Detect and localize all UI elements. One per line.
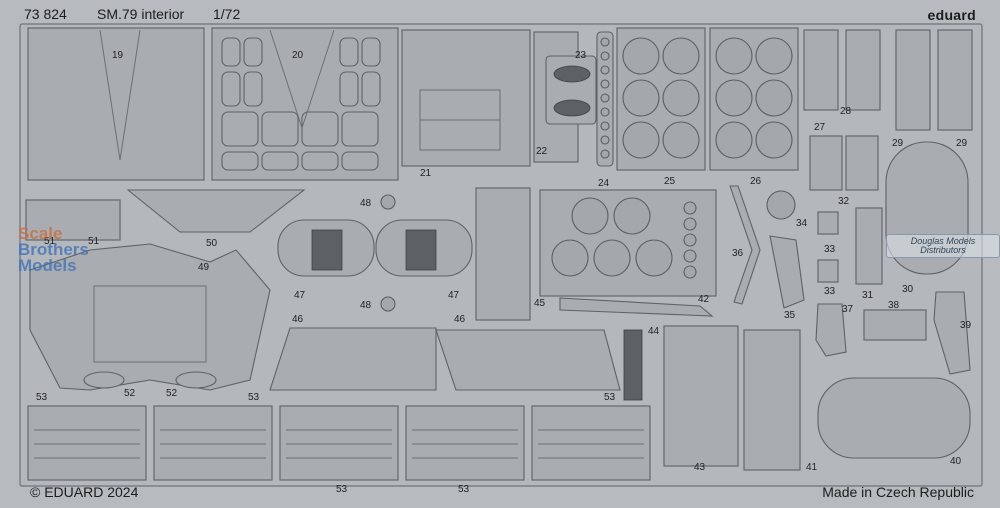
part-35: [769, 235, 805, 309]
part-44: [623, 329, 643, 401]
part-52a: [83, 371, 125, 389]
part-number: 41: [806, 462, 818, 473]
part-48a: [380, 194, 396, 210]
part-number: 23: [575, 50, 587, 61]
part-number: 45: [534, 298, 546, 309]
part-number: 48: [360, 300, 372, 311]
part-21: [401, 29, 531, 167]
part-number: 46: [292, 314, 304, 325]
part-28: [845, 29, 881, 111]
part-number: 42: [698, 294, 710, 305]
part-27: [803, 29, 839, 111]
part-36: [729, 185, 761, 305]
part-number: 49: [198, 262, 210, 273]
part-31: [855, 207, 883, 285]
part-29a: [895, 29, 931, 131]
part-53: [27, 405, 651, 481]
part-number: 39: [960, 320, 972, 331]
part-42: [559, 297, 714, 317]
part-number: 19: [112, 50, 124, 61]
part-number: 43: [694, 462, 706, 473]
watermark-line: Models: [18, 256, 77, 275]
part-number: 53: [336, 484, 348, 495]
part-number: 36: [732, 248, 744, 259]
part-49: [29, 243, 271, 391]
part-number: 24: [598, 178, 610, 189]
part-40: [817, 377, 971, 459]
part-number: 20: [292, 50, 304, 61]
part-number: 27: [814, 122, 826, 133]
watermark-line: Brothers: [18, 240, 89, 259]
part-32b: [845, 135, 879, 191]
part-33a: [817, 211, 839, 235]
copyright-text: © EDUARD 2024: [30, 484, 139, 500]
part-33b: [817, 259, 839, 283]
part-number: 47: [294, 290, 306, 301]
part-37: [815, 303, 847, 357]
part-number: 52: [124, 388, 136, 399]
part-number: 26: [750, 176, 762, 187]
part-number: 28: [840, 106, 852, 117]
part-number: 32: [838, 196, 850, 207]
set-code: 73 824: [24, 6, 67, 22]
scale-brothers-watermark: Scale Brothers Models: [18, 224, 89, 275]
part-number: 35: [784, 310, 796, 321]
part-50: [126, 189, 306, 233]
part-45: [475, 187, 531, 321]
part-number: 29: [956, 138, 968, 149]
part-number: 29: [892, 138, 904, 149]
part-number: 22: [536, 146, 548, 157]
part-number: 30: [902, 284, 914, 295]
part-number: 46: [454, 314, 466, 325]
part-number: 52: [166, 388, 178, 399]
part-34: [766, 190, 796, 220]
watermark-line: Scale: [18, 224, 63, 243]
set-scale: 1/72: [213, 6, 241, 22]
part-number: 31: [862, 290, 874, 301]
part-43: [663, 325, 739, 467]
part-39: [933, 291, 971, 375]
part-number: 53: [36, 392, 48, 403]
part-number: 48: [360, 198, 372, 209]
brand-logo: eduard: [927, 7, 976, 23]
part-32a: [809, 135, 843, 191]
part-number: 50: [206, 238, 218, 249]
set-title: SM.79 interior: [97, 6, 185, 22]
part-number: 38: [888, 300, 900, 311]
part-number: 25: [664, 176, 676, 187]
part-52b: [175, 371, 217, 389]
origin-text: Made in Czech Republic: [822, 484, 974, 500]
part-number: 47: [448, 290, 460, 301]
part-number: 51: [88, 236, 100, 247]
part-46a: [269, 327, 437, 391]
part-48b: [380, 296, 396, 312]
part-number: 33: [824, 286, 836, 297]
part-51: [25, 199, 121, 241]
part-19: [27, 27, 205, 181]
part-number: 51: [44, 236, 56, 247]
part-number: 40: [950, 456, 962, 467]
distributor-watermark: Douglas Models Distributors: [886, 234, 1000, 258]
part-46b: [435, 329, 621, 391]
part-38: [863, 309, 927, 341]
part-number: 53: [248, 392, 260, 403]
part-number: 37: [842, 304, 854, 315]
part-number: 21: [420, 168, 432, 179]
part-number: 53: [458, 484, 470, 495]
part-number: 33: [824, 244, 836, 255]
part-number: 34: [796, 218, 808, 229]
part-number: 53: [604, 392, 616, 403]
part-number: 44: [648, 326, 660, 337]
part-29b: [937, 29, 973, 131]
part-41: [743, 329, 801, 471]
